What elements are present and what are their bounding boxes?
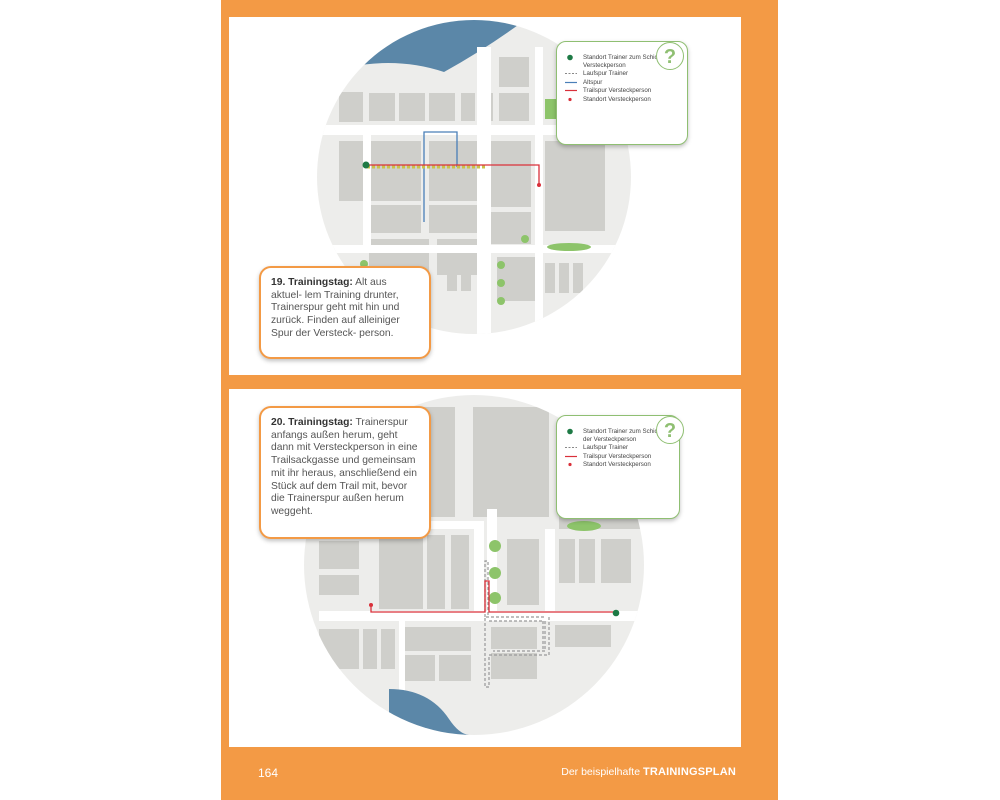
legend-label: Standort Versteckperson [583,461,651,469]
legend-label: Trailspur Versteckperson [583,87,652,95]
running-title-prefix: Der beispielhafte [561,766,643,778]
red-line-icon [565,87,579,94]
legend-item-trainer-position: Standort Trainer zum Schicken der Verste… [565,428,671,443]
legend-item-trainer-position: Standort Trainer zum Schicken der Verste… [565,54,679,69]
legend-label: Altspur [583,78,603,86]
training-day-20-description: 20. Trainingstag: Trainerspur anfangs au… [259,406,431,539]
legend-item-trainer-path: Laufspur Trainer [565,444,671,452]
legend-item-trail: Trailspur Versteckperson [565,453,671,461]
question-mark-icon: ? [656,42,684,70]
training-day-20-panel: 20. Trainingstag: Trainerspur anfangs au… [229,389,741,747]
legend-item-altspur: Altspur [565,79,679,87]
training-map-19 [317,20,631,334]
training-day-19-panel: 19. Trainingstag: Alt aus aktuel- lem Tr… [229,17,741,375]
legend-item-hider-position: Standort Versteckperson [565,461,671,469]
dashed-line-icon [565,444,579,451]
red-dot-icon [565,96,579,103]
legend-item-trainer-path: Laufspur Trainer [565,70,679,78]
running-title-bold: TRAININGSPLAN [642,766,736,778]
day-label: 20. Trainingstag: [271,417,353,428]
green-dot-icon [565,428,579,435]
page-number: 164 [258,766,279,780]
running-title: Der beispielhafte TRAININGSPLAN [561,766,736,778]
map-legend-19: Standort Trainer zum Schicken der Verste… [556,41,688,145]
legend-label: Standort Versteckperson [583,95,651,103]
question-mark-icon: ? [656,416,684,444]
legend-label: Laufspur Trainer [583,70,629,78]
day-text: Alt aus aktuel- lem Training drunter, Tr… [271,277,400,339]
legend-label: Standort Trainer zum Schicken der Verste… [583,54,679,69]
day-label: 19. Trainingstag: [271,277,353,288]
legend-label: Standort Trainer zum Schicken der Verste… [583,428,668,443]
book-page: 19. Trainingstag: Alt aus aktuel- lem Tr… [221,0,778,800]
red-dot-icon [565,461,579,468]
map-legend-20: Standort Trainer zum Schicken der Verste… [556,415,680,519]
blue-line-icon [565,79,579,86]
legend-label: Trailspur Versteckperson [583,452,652,460]
green-dot-icon [565,54,579,61]
legend-item-trail: Trailspur Versteckperson [565,87,679,95]
day-text: Trainerspur anfangs außen herum, geht da… [271,417,418,517]
dashed-line-icon [565,70,579,77]
legend-item-hider-position: Standort Versteckperson [565,96,679,104]
red-line-icon [565,453,579,460]
legend-label: Laufspur Trainer [583,444,629,452]
training-day-19-description: 19. Trainingstag: Alt aus aktuel- lem Tr… [259,266,431,359]
